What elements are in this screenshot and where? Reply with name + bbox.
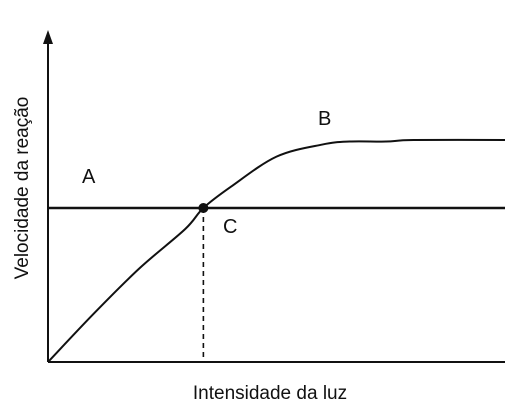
series-b-label: B: [318, 108, 331, 130]
y-axis-arrow: [43, 30, 53, 44]
series-a-label: A: [82, 166, 96, 188]
point-c-marker: [198, 202, 209, 213]
series-b-curve: [47, 138, 506, 363]
y-axis-title: Velocidade da reação: [12, 97, 33, 280]
x-axis-title: Intensidade da luz: [193, 383, 347, 404]
point-c-label: C: [223, 216, 237, 238]
